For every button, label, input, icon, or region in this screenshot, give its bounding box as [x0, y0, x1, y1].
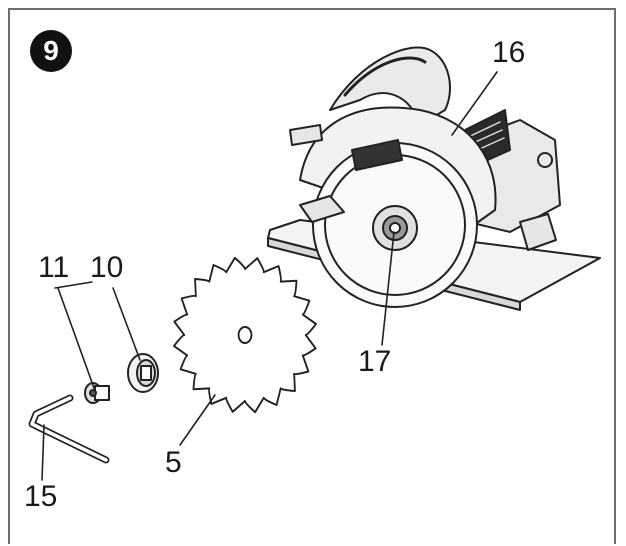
callout-blade: 5 — [165, 446, 182, 479]
blade-bolt — [84, 382, 110, 404]
callout-washer: 10 — [90, 251, 124, 284]
callout-spindle: 17 — [358, 345, 392, 378]
outer-washer — [127, 353, 159, 393]
callout-wrench: 15 — [24, 480, 58, 513]
spindle — [372, 205, 418, 251]
circular-saw-body — [267, 46, 601, 311]
step-number-badge: 9 — [30, 30, 72, 72]
hex-wrench — [28, 394, 110, 464]
callout-bolt: 11 — [38, 251, 70, 284]
saw-blade — [173, 256, 317, 414]
callout-saw-body: 16 — [492, 36, 526, 69]
leader-lines — [41, 71, 498, 481]
